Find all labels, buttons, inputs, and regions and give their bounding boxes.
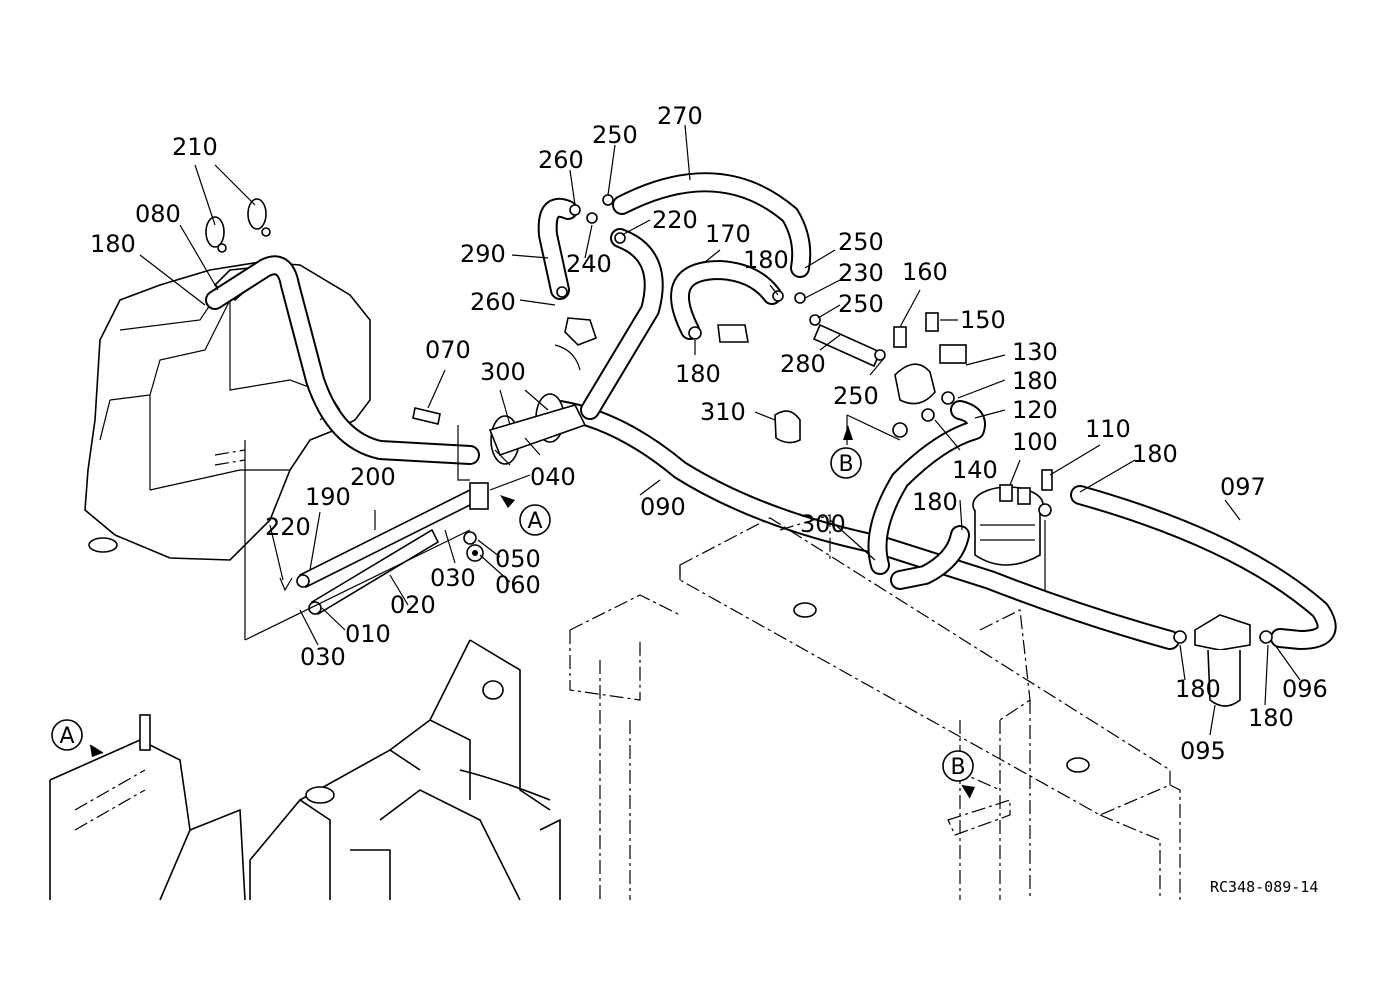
callout-200: 200 bbox=[350, 463, 396, 491]
callout-170: 170 bbox=[705, 220, 751, 248]
lower-left-frame bbox=[49, 639, 561, 901]
callout-250: 250 bbox=[592, 121, 638, 149]
callout-220: 220 bbox=[652, 206, 698, 234]
callout-140: 140 bbox=[952, 456, 998, 484]
callout-060: 060 bbox=[495, 571, 541, 599]
callout-190: 190 bbox=[305, 483, 351, 511]
water-separator-095 bbox=[1173, 614, 1273, 707]
machine-frame bbox=[569, 514, 1181, 900]
callout-030: 030 bbox=[300, 643, 346, 671]
callout-100: 100 bbox=[1012, 428, 1058, 456]
callout-050: 050 bbox=[495, 545, 541, 573]
callout-130: 130 bbox=[1012, 338, 1058, 366]
ref-circle-b-2: B bbox=[942, 750, 974, 782]
callout-300: 300 bbox=[800, 510, 846, 538]
callout-040: 040 bbox=[530, 463, 576, 491]
leader-lines bbox=[139, 124, 1301, 736]
callout-250: 250 bbox=[833, 382, 879, 410]
callout-080: 080 bbox=[135, 200, 181, 228]
callout-260: 260 bbox=[470, 288, 516, 316]
callout-240: 240 bbox=[566, 250, 612, 278]
callout-labels: 210 080 180 260 250 270 220 290 240 170 … bbox=[90, 102, 1328, 765]
callout-097: 097 bbox=[1220, 473, 1266, 501]
callout-150: 150 bbox=[960, 306, 1006, 334]
callout-180: 180 bbox=[675, 360, 721, 388]
callout-250: 250 bbox=[838, 228, 884, 256]
hose-clamp-bundle bbox=[469, 393, 587, 510]
hose-lines bbox=[205, 172, 1337, 650]
callout-210: 210 bbox=[172, 133, 218, 161]
callout-230: 230 bbox=[838, 259, 884, 287]
callout-090: 090 bbox=[640, 493, 686, 521]
callout-180: 180 bbox=[1248, 704, 1294, 732]
callout-180: 180 bbox=[1175, 675, 1221, 703]
callout-180: 180 bbox=[1012, 367, 1058, 395]
callout-260: 260 bbox=[538, 146, 584, 174]
fittings bbox=[279, 194, 967, 592]
callout-180: 180 bbox=[1132, 440, 1178, 468]
callout-120: 120 bbox=[1012, 396, 1058, 424]
ref-label-b-1: B bbox=[838, 452, 853, 477]
callout-300: 300 bbox=[480, 358, 526, 386]
callout-310: 310 bbox=[700, 398, 746, 426]
callout-160: 160 bbox=[902, 258, 948, 286]
callout-020: 020 bbox=[390, 591, 436, 619]
callout-180: 180 bbox=[743, 246, 789, 274]
drawing-code: RC348-089-14 bbox=[1210, 878, 1318, 896]
callout-290: 290 bbox=[460, 240, 506, 268]
callout-180: 180 bbox=[912, 488, 958, 516]
fuel-filter-100 bbox=[972, 469, 1053, 566]
callout-250: 250 bbox=[838, 290, 884, 318]
callout-180: 180 bbox=[90, 230, 136, 258]
ref-circle-a-1: A bbox=[519, 504, 551, 536]
callout-030: 030 bbox=[430, 564, 476, 592]
callout-070: 070 bbox=[425, 336, 471, 364]
ref-label-a-1: A bbox=[527, 509, 542, 534]
reference-arrows bbox=[89, 425, 975, 799]
callout-220: 220 bbox=[265, 513, 311, 541]
ref-label-b-2: B bbox=[950, 755, 965, 780]
callout-270: 270 bbox=[657, 102, 703, 130]
ref-circle-a-2: A bbox=[51, 719, 83, 751]
ref-label-a-2: A bbox=[59, 724, 74, 749]
callout-010: 010 bbox=[345, 620, 391, 648]
callout-110: 110 bbox=[1085, 415, 1131, 443]
callout-095: 095 bbox=[1180, 737, 1226, 765]
callout-096: 096 bbox=[1282, 675, 1328, 703]
callout-280: 280 bbox=[780, 350, 826, 378]
ref-circle-b-1: B bbox=[830, 447, 862, 479]
tube-280 bbox=[812, 323, 882, 368]
